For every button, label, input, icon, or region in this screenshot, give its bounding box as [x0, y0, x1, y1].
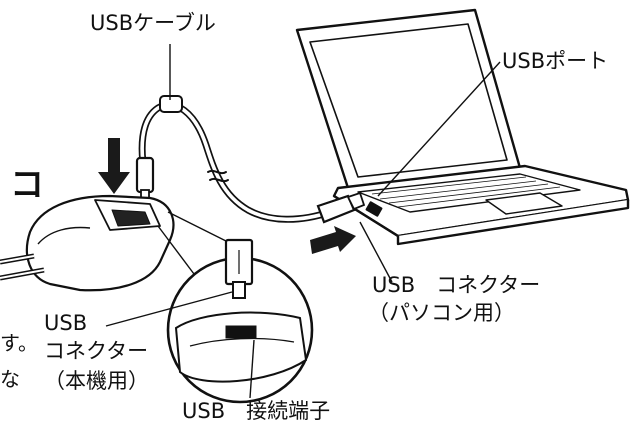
insert-arrow-icon — [98, 138, 356, 254]
usb-terminal-label: USB 接続端子 — [182, 399, 330, 423]
usb-port-label: USBポート — [502, 49, 608, 73]
left-fragment-na: な — [0, 367, 20, 391]
left-fragment-su: す。 — [0, 331, 38, 355]
magnifier-circle-icon — [166, 238, 314, 404]
pc-connector-label-line1: USB コネクター — [372, 273, 540, 297]
laptop-icon — [295, 8, 630, 246]
usb-cable-icon — [135, 95, 366, 224]
device-connector-label-line2: コネクター — [44, 339, 148, 363]
left-fragment-ko: コ — [10, 165, 44, 205]
leader-lines — [105, 44, 501, 399]
device-icon — [0, 194, 175, 292]
pc-connector-label-line2: （パソコン用） — [368, 301, 515, 325]
device-connector-label-line1: USB — [44, 311, 87, 335]
usb-cable-label: USBケーブル — [90, 11, 216, 35]
device-connector-label-line3: （本機用） — [44, 369, 149, 393]
magnifier-guide-lines — [157, 211, 233, 283]
